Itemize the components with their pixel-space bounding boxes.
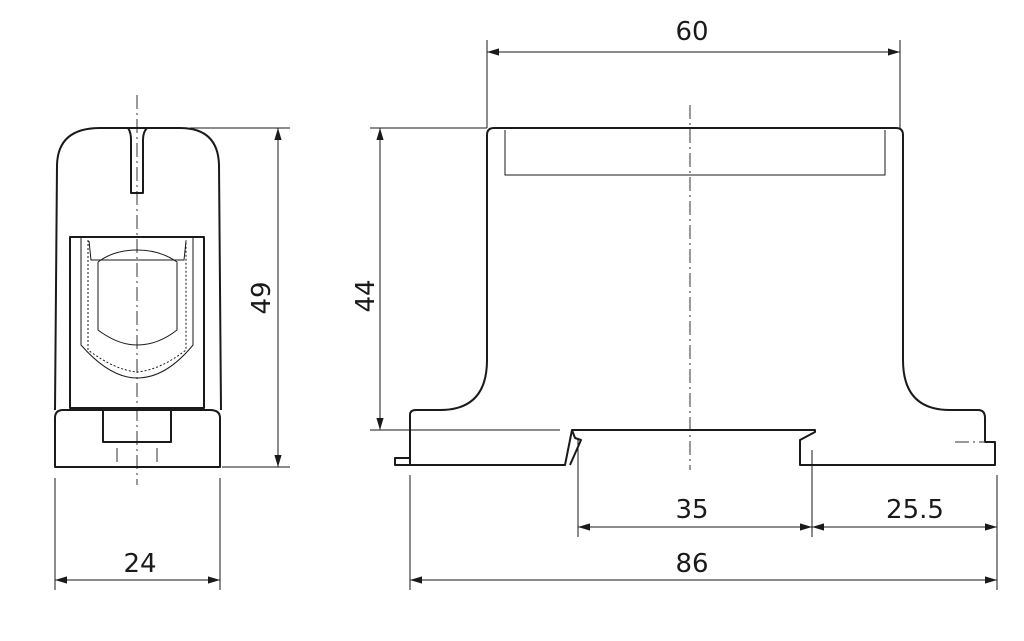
housing-outline [409,127,996,466]
base-block [54,409,221,468]
dimension-label-24: 24 [123,549,156,579]
dimension-label-44: 44 [351,279,381,312]
side-view: 60 44 35 25.5 86 [351,17,998,590]
top-strip [504,130,886,176]
dimension-label-60: 60 [675,17,708,47]
dimension-label-25-5: 25.5 [886,495,944,525]
dimension-label-35: 35 [675,495,708,525]
clamp-outer [80,238,194,379]
screw-head [97,249,178,346]
base-recess [102,410,172,443]
release-tab [394,457,410,466]
clamp-top [88,240,187,261]
dimension-label-49: 49 [247,281,277,314]
housing-outline [54,127,222,411]
terminal-window [69,236,205,409]
front-view: 49 24 [54,95,290,590]
clamp-serrated [87,240,187,373]
dimension-label-86: 86 [675,549,708,579]
rail-hook [569,429,582,466]
slot [127,127,148,194]
